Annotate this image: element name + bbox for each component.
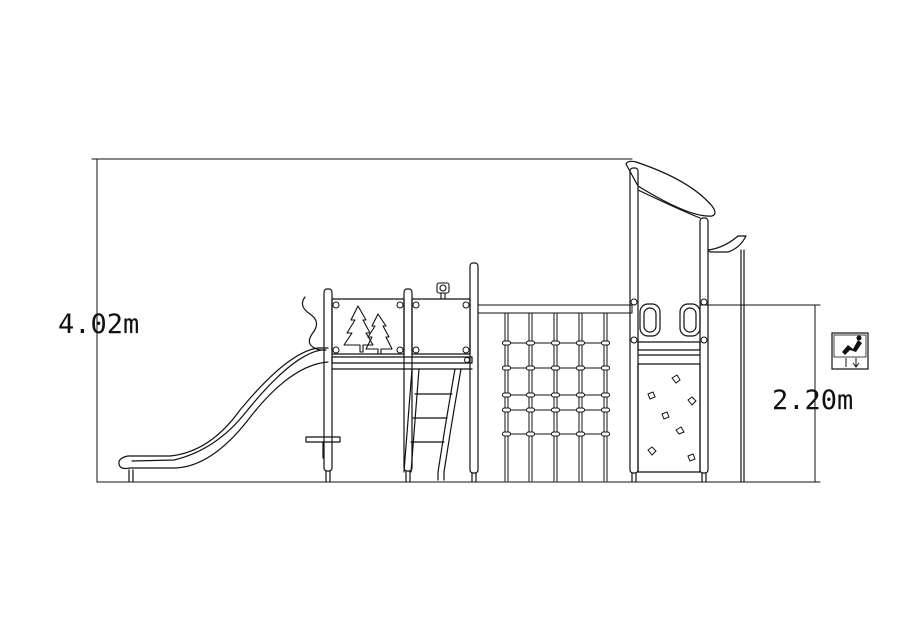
net-knot — [502, 392, 511, 398]
net-knot — [601, 407, 610, 413]
dimension-lines — [91, 158, 821, 483]
net-knot — [601, 340, 610, 346]
net-knot — [551, 431, 560, 437]
right-tower-bolts — [630, 298, 708, 344]
net-knot — [551, 365, 560, 371]
ladder — [403, 368, 462, 481]
panel-bolts — [332, 301, 470, 363]
net-knot — [502, 407, 511, 413]
fall-height-warning-icon — [831, 332, 869, 370]
net-knot — [576, 431, 585, 437]
net-knot — [526, 340, 535, 346]
net-knot — [576, 340, 585, 346]
net-knot — [526, 431, 535, 437]
climbing-holds — [647, 374, 697, 462]
net-knot — [576, 365, 585, 371]
slide — [118, 296, 329, 482]
net-knot — [551, 407, 560, 413]
net-knot — [526, 365, 535, 371]
net-knot — [526, 392, 535, 398]
net-knot — [601, 392, 610, 398]
steering-wheel — [436, 282, 450, 300]
net-knot — [526, 407, 535, 413]
net-knot — [502, 340, 511, 346]
net-knot — [551, 340, 560, 346]
net-knot — [576, 407, 585, 413]
total-height-label: 4.02m — [58, 309, 139, 340]
right-tower — [625, 160, 747, 482]
platform-height-label: 2.20m — [772, 385, 853, 416]
left-tower — [323, 262, 479, 482]
net-knot — [551, 392, 560, 398]
net-knot — [502, 365, 511, 371]
net-knot — [601, 431, 610, 437]
net-knot — [576, 392, 585, 398]
slide-support — [305, 436, 341, 459]
net-knot — [601, 365, 610, 371]
tree-panel-icon — [343, 305, 393, 355]
net-knot — [502, 431, 511, 437]
climbing-net — [477, 304, 633, 482]
